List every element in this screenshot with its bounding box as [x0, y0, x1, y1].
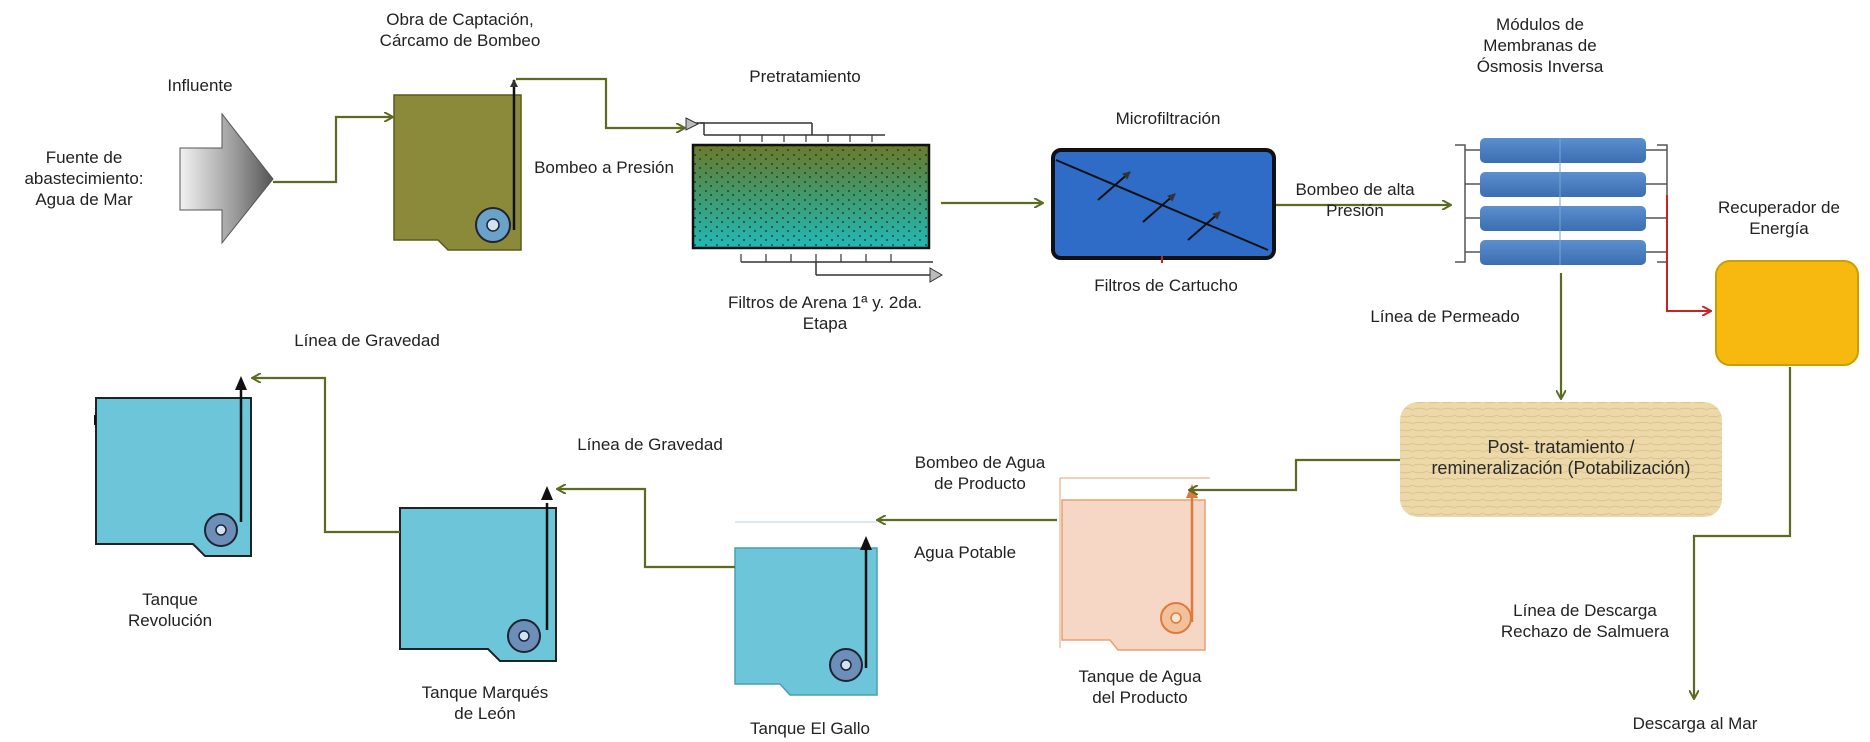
influente-arrow — [179, 112, 274, 245]
flow-brine-discharge — [1694, 367, 1792, 698]
label-agua-potable: Agua Potable — [913, 543, 1017, 562]
flow-captacion-to-pretratamiento — [516, 77, 684, 128]
flow-gallo-to-marques — [558, 489, 735, 569]
label-linea-gravedad-2: Línea de Gravedad — [294, 331, 440, 350]
marques-tank — [399, 486, 557, 662]
product-tank — [1058, 476, 1210, 651]
flow-marques-to-revolucion — [253, 378, 400, 534]
sand-filter — [685, 117, 943, 283]
ro-membranes — [1455, 138, 1668, 265]
energy-recovery-unit — [1715, 260, 1859, 366]
label-descarga-mar: Descarga al Mar — [1632, 714, 1758, 733]
gallo-tank — [734, 521, 878, 696]
label-tanque-gallo: Tanque El Gallo — [749, 719, 871, 738]
label-linea-permeado: Línea de Permeado — [1370, 307, 1520, 326]
flow-post-to-product-tank — [1190, 458, 1400, 490]
label-bombeo-presion: Bombeo a Presión — [534, 158, 674, 177]
flow-source-to-captacion — [273, 117, 392, 184]
post-treatment-box — [1400, 402, 1722, 517]
label-influente: Influente — [167, 76, 233, 95]
label-filtros-cartucho: Filtros de Cartucho — [1094, 276, 1238, 295]
label-captacion: Obra de Captación,Cárcamo de Bombeo — [379, 10, 541, 50]
microfilter — [1051, 148, 1276, 263]
captacion-tank — [393, 79, 522, 251]
flow-ro-to-recuperador — [1666, 195, 1710, 311]
label-pretratamiento: Pretratamiento — [749, 67, 861, 86]
label-post-tratamiento: Post- tratamiento /remineralización (Pot… — [1431, 437, 1691, 478]
label-microfiltracion: Microfiltración — [1115, 109, 1221, 128]
label-filtros-arena: Filtros de Arena 1ª y. 2da.Etapa — [727, 293, 923, 333]
revolucion-tank — [94, 376, 252, 557]
label-linea-gravedad-1: Línea de Gravedad — [577, 435, 723, 454]
